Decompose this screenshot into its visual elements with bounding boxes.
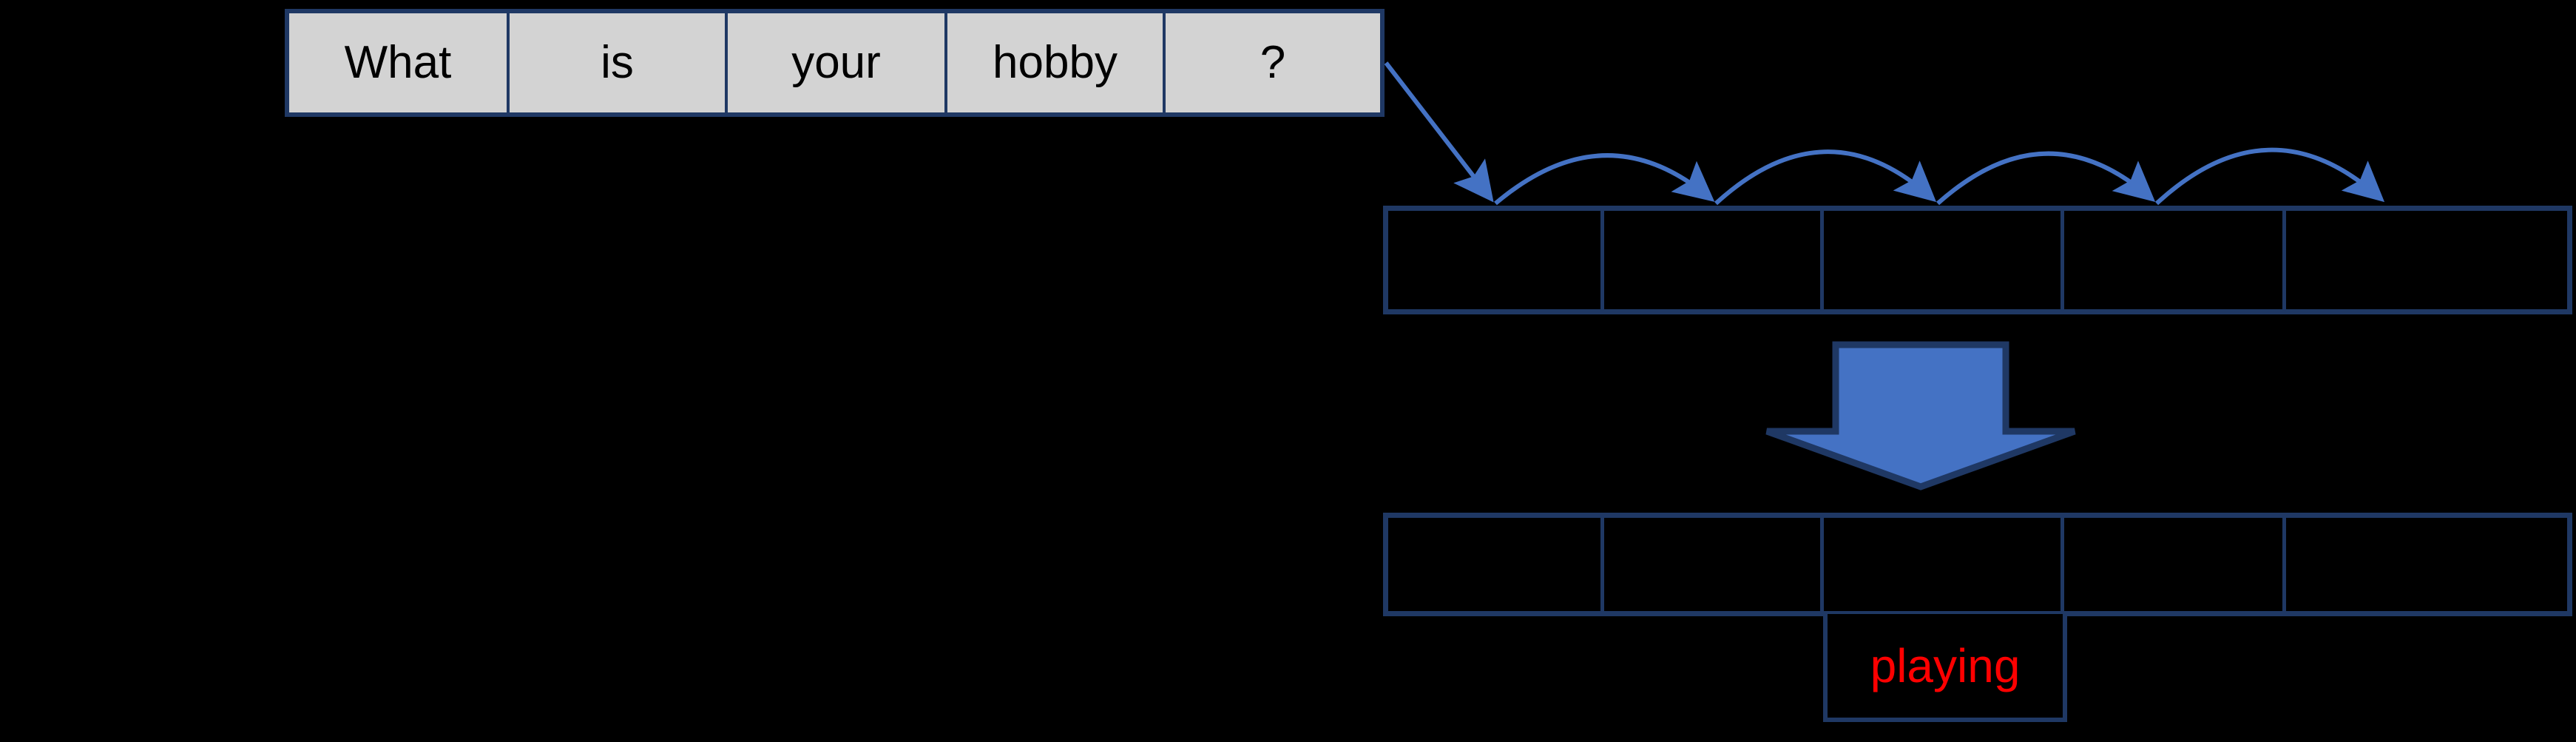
input-token-label: is <box>601 37 634 88</box>
encoder-state-cell[interactable] <box>1604 211 1824 309</box>
input-token-label: your <box>791 37 881 88</box>
decoder-state-cell[interactable] <box>1604 518 1824 611</box>
token-feed-arrow <box>1384 61 1494 203</box>
input-token-cell[interactable]: What <box>289 13 510 112</box>
input-sentence-row: What is your hobby ? <box>285 9 1385 117</box>
input-token-cell[interactable]: is <box>510 13 728 112</box>
decoder-state-cell[interactable] <box>1824 518 2064 611</box>
decoder-state-row <box>1383 513 2572 616</box>
decoder-state-cell[interactable] <box>2064 518 2286 611</box>
encoder-state-row <box>1383 206 2572 314</box>
encoder-state-cell[interactable] <box>1824 211 2064 309</box>
encoder-state-cell[interactable] <box>2286 211 2567 309</box>
generated-token-cell[interactable]: playing <box>1823 614 2067 722</box>
token-feed-arrow <box>1714 149 1937 206</box>
input-token-label: What <box>344 37 452 88</box>
decoder-state-cell[interactable] <box>2286 518 2567 611</box>
input-token-label: hobby <box>993 37 1118 88</box>
input-token-label: ? <box>1260 37 1286 88</box>
input-token-cell[interactable]: your <box>728 13 947 112</box>
generated-token-label: playing <box>1870 639 2021 692</box>
decoder-state-cell[interactable] <box>1388 518 1604 611</box>
transform-down-arrow <box>1765 341 2076 490</box>
token-feed-arrow <box>2154 147 2385 206</box>
encoder-state-cell[interactable] <box>1388 211 1604 309</box>
input-token-cell[interactable]: hobby <box>947 13 1166 112</box>
encoder-state-cell[interactable] <box>2064 211 2286 309</box>
input-token-cell[interactable]: ? <box>1166 13 1380 112</box>
token-feed-arrow <box>1494 153 1715 206</box>
token-feed-arrow <box>1936 151 2156 206</box>
